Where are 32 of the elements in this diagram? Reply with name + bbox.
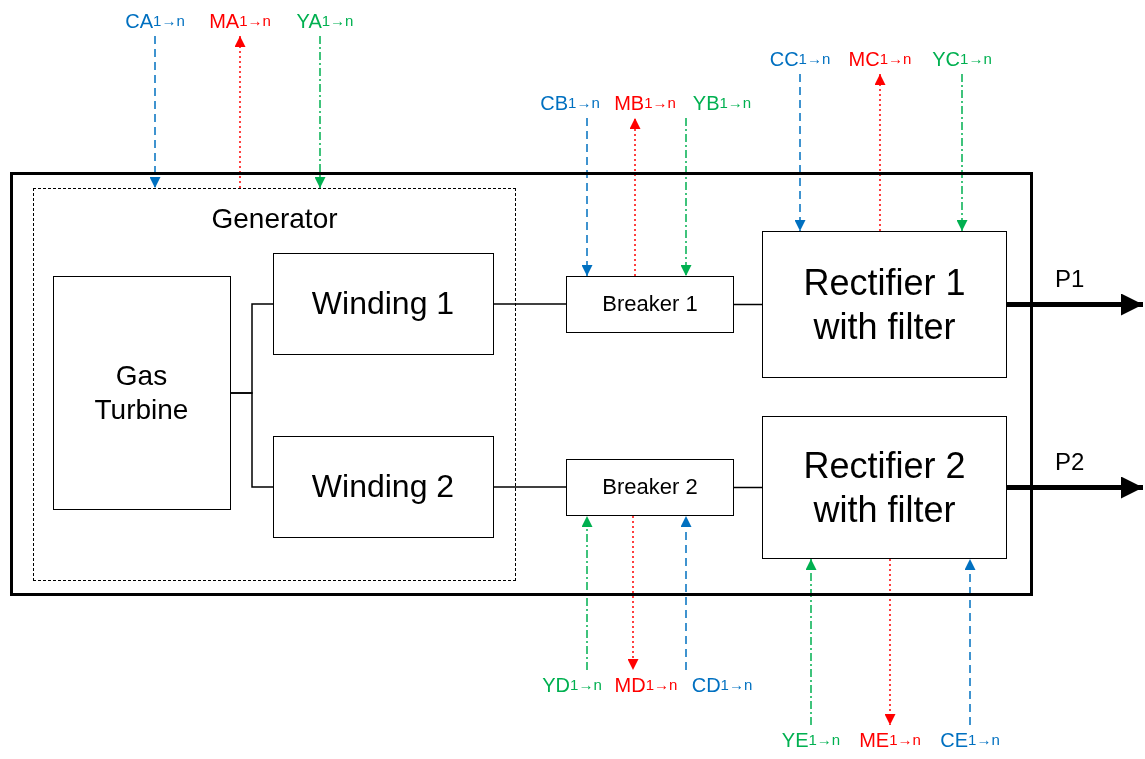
process-box: Gas Turbine: [52, 275, 231, 510]
connector-line: [733, 303, 763, 306]
arrow: [1007, 476, 1143, 499]
arrow: [964, 558, 976, 726]
arrow: [1007, 293, 1143, 316]
arrow: [629, 117, 641, 277]
arrow: [627, 515, 639, 671]
group-title: Generator: [210, 203, 339, 235]
process-box: Breaker 1: [566, 276, 734, 333]
arrow: [234, 35, 246, 189]
arrow: [794, 73, 806, 232]
connector-line: [733, 486, 763, 489]
process-box: Rectifier 2 with filter: [762, 416, 1007, 559]
system-boundary-box: [10, 172, 1033, 596]
arrow: [581, 515, 593, 671]
generator-group-box: [33, 188, 516, 581]
process-box: Winding 1: [272, 252, 494, 355]
arrow: [314, 35, 326, 189]
arrow: [149, 35, 161, 189]
arrow: [884, 558, 896, 726]
process-box: Rectifier 1 with filter: [762, 231, 1007, 378]
arrow: [680, 515, 692, 671]
connector-line: [493, 303, 567, 305]
arrow: [805, 558, 817, 726]
connector-line: [493, 486, 567, 488]
arrow: [956, 73, 968, 232]
arrow: [581, 117, 593, 277]
process-box: Breaker 2: [566, 459, 734, 516]
arrow: [680, 117, 692, 277]
process-box: Winding 2: [272, 435, 494, 538]
arrow: [874, 73, 886, 232]
connector-line: [230, 392, 274, 488]
